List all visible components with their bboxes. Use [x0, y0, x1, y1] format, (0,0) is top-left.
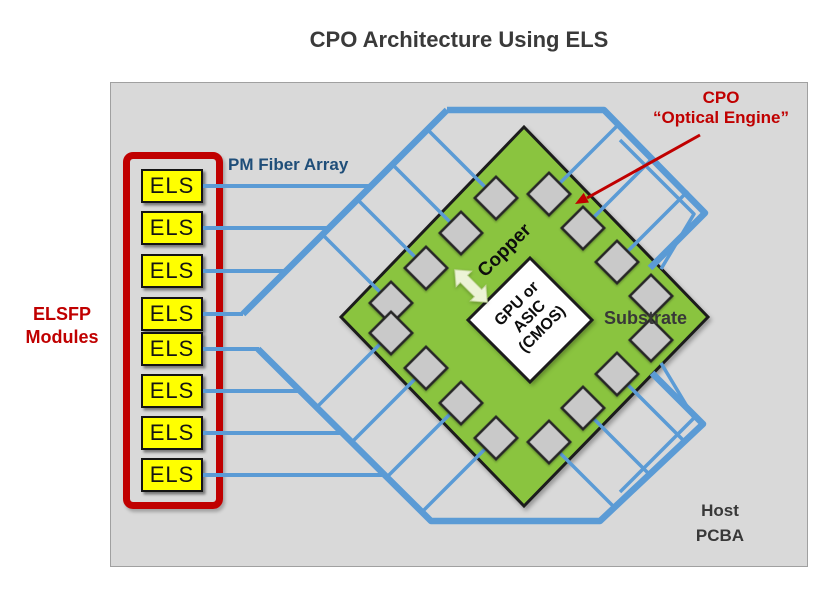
els-module: ELS: [141, 254, 203, 288]
elsfp-modules-label-line1: ELSFP: [32, 304, 91, 324]
elsfp-modules-label-line2: Modules: [25, 327, 99, 347]
els-module: ELS: [141, 169, 203, 203]
els-module: ELS: [141, 211, 203, 245]
els-module-label: ELS: [149, 258, 195, 283]
els-module: ELS: [141, 297, 203, 331]
pm-fiber-array-label: PM Fiber Array: [228, 155, 349, 174]
host-pcba-label-line1: Host: [701, 501, 739, 520]
els-module: ELS: [141, 374, 203, 408]
els-module-label: ELS: [149, 336, 195, 361]
els-module: ELS: [141, 332, 203, 366]
els-module: ELS: [141, 458, 203, 492]
els-module-label: ELS: [149, 173, 195, 198]
els-module-label: ELS: [149, 301, 195, 326]
elsfp-container-frame: [123, 152, 223, 509]
page-title: CPO Architecture Using ELS: [309, 27, 609, 52]
els-module-label: ELS: [149, 462, 195, 487]
host-pcba-label: Host PCBA: [679, 498, 761, 548]
els-module-label: ELS: [149, 378, 195, 403]
cpo-optical-engine-label: CPO “Optical Engine”: [626, 88, 816, 128]
els-module-label: ELS: [149, 215, 195, 240]
substrate-label: Substrate: [604, 308, 688, 328]
els-module: ELS: [141, 416, 203, 450]
els-module-label: ELS: [149, 420, 195, 445]
host-pcba-label-line2: PCBA: [695, 526, 745, 545]
cpo-label-line2: “Optical Engine”: [652, 108, 790, 127]
cpo-label-line1: CPO: [702, 88, 740, 107]
elsfp-modules-label: ELSFP Modules: [6, 303, 118, 349]
